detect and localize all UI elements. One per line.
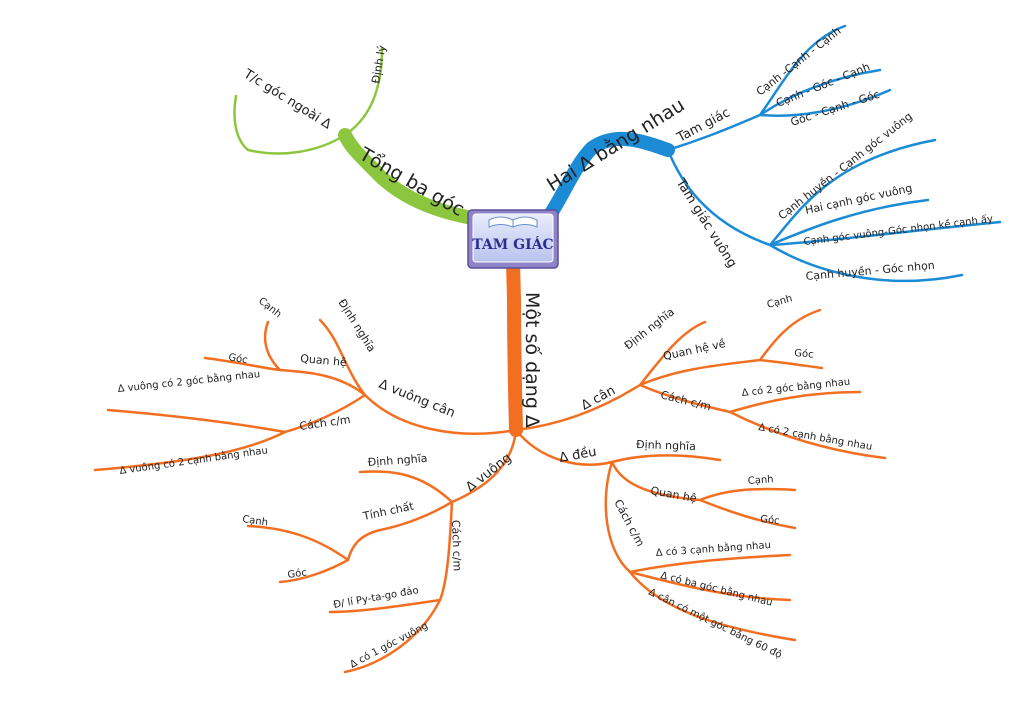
label-c-cach-cm: Cách c/m: [659, 388, 712, 413]
label-v-cm-2: Δ có 1 góc vuông: [348, 619, 430, 670]
label-tc-goc-ngoai: T/c góc ngoài Δ: [240, 66, 334, 132]
label-d-quan-he: Quan hệ: [649, 484, 697, 505]
branch-mot-so-dang[interactable]: Δ vuông cân Định nghĩa Quan hệ Cạnh Góc …: [93, 255, 887, 674]
label-vc-canh: Cạnh: [256, 296, 283, 321]
label-d-cach-cm: Cách c/m: [611, 497, 647, 549]
label-v-dinh-nghia: Định nghĩa: [367, 452, 428, 469]
main-branch-blue: [541, 131, 675, 225]
main-branch-orange: [506, 255, 523, 437]
label-v-cm-1: Đ/ lí Py-ta-go đảo: [332, 584, 419, 611]
can-lines: [638, 308, 887, 460]
label-c-goc: Góc: [794, 347, 814, 361]
label-c-quan-he-ve: Quan hệ về: [662, 337, 727, 363]
label-tong-ba-goc: Tổng ba góc: [355, 143, 468, 221]
label-deu: Δ đều: [558, 445, 598, 466]
label-d-goc: Góc: [760, 513, 781, 527]
label-v-canh: Cạnh: [242, 514, 269, 528]
group-vuong-can: Δ vuông cân Định nghĩa Quan hệ Cạnh Góc …: [93, 296, 457, 477]
deu-lines: [604, 454, 797, 642]
vuong-lines: [246, 470, 454, 674]
label-can: Δ cân: [579, 383, 618, 413]
label-dinh-ly: Định lý: [369, 44, 389, 85]
branch-tong-ba-goc[interactable]: Tổng ba góc Định lý T/c góc ngoài Δ: [233, 44, 479, 225]
label-vc-cm-2: Δ vuông có 2 cạnh bằng nhau: [119, 443, 269, 477]
blue-sub-lines: [666, 24, 1002, 283]
label-tam-giac-vuong: Tam giác vuông: [672, 175, 739, 270]
label-vc-dinh-nghia: Định nghĩa: [335, 297, 378, 355]
label-c-cm-1: Δ có 2 góc bằng nhau: [741, 375, 851, 399]
main-branch-green: [338, 128, 479, 225]
center-node[interactable]: TAM GIÁC: [467, 209, 559, 269]
label-d-canh: Cạnh: [747, 474, 774, 487]
label-vc-cach-cm: Cách c/m: [299, 413, 352, 433]
label-c-cm-2: Δ có 2 cạnh bằng nhau: [757, 420, 873, 453]
label-v-cach-cm: Cách c/m: [449, 520, 464, 572]
label-c-dinh-nghia: Định nghĩa: [622, 305, 677, 352]
group-deu: Δ đều Định nghĩa Quan hệ Cạnh Góc Cách c…: [558, 438, 797, 661]
label-d-cm-1: Δ có 3 cạnh bằng nhau: [655, 538, 771, 559]
label-vuong: Δ vuông: [463, 450, 514, 495]
label-v-goc: Góc: [287, 566, 308, 581]
group-can: Δ cân Định nghĩa Quan hệ về Cạnh Góc Các…: [579, 293, 887, 460]
green-sub-curve: [233, 46, 384, 155]
label-c-canh: Cạnh: [766, 293, 794, 311]
label-vc-quan-he: Quan hệ: [300, 352, 348, 369]
orange-trunk-thin: [363, 383, 642, 504]
label-tgv-3: Cạnh góc vuông-Góc nhọn kề cạnh ấy: [803, 213, 994, 248]
label-d-dinh-nghia: Định nghĩa: [636, 438, 696, 453]
branch-hai-tam-giac-bang-nhau[interactable]: Hai Δ bằng nhau Tam giác Cạnh -Cạnh - Cạ…: [541, 24, 1002, 283]
label-vc-cm-1: Δ vuông có 2 góc bằng nhau: [117, 367, 261, 395]
vuong-can-lines: [93, 318, 367, 472]
center-title: TAM GIÁC: [472, 235, 553, 253]
label-vc-goc: Góc: [227, 351, 248, 366]
label-mot-so-dang: Một số dạng Δ: [521, 292, 543, 428]
group-vuong: Δ vuông Định nghĩa Tính chất Cạnh Góc Cá…: [242, 450, 515, 674]
label-v-tinh-chat: Tính chất: [361, 499, 416, 523]
